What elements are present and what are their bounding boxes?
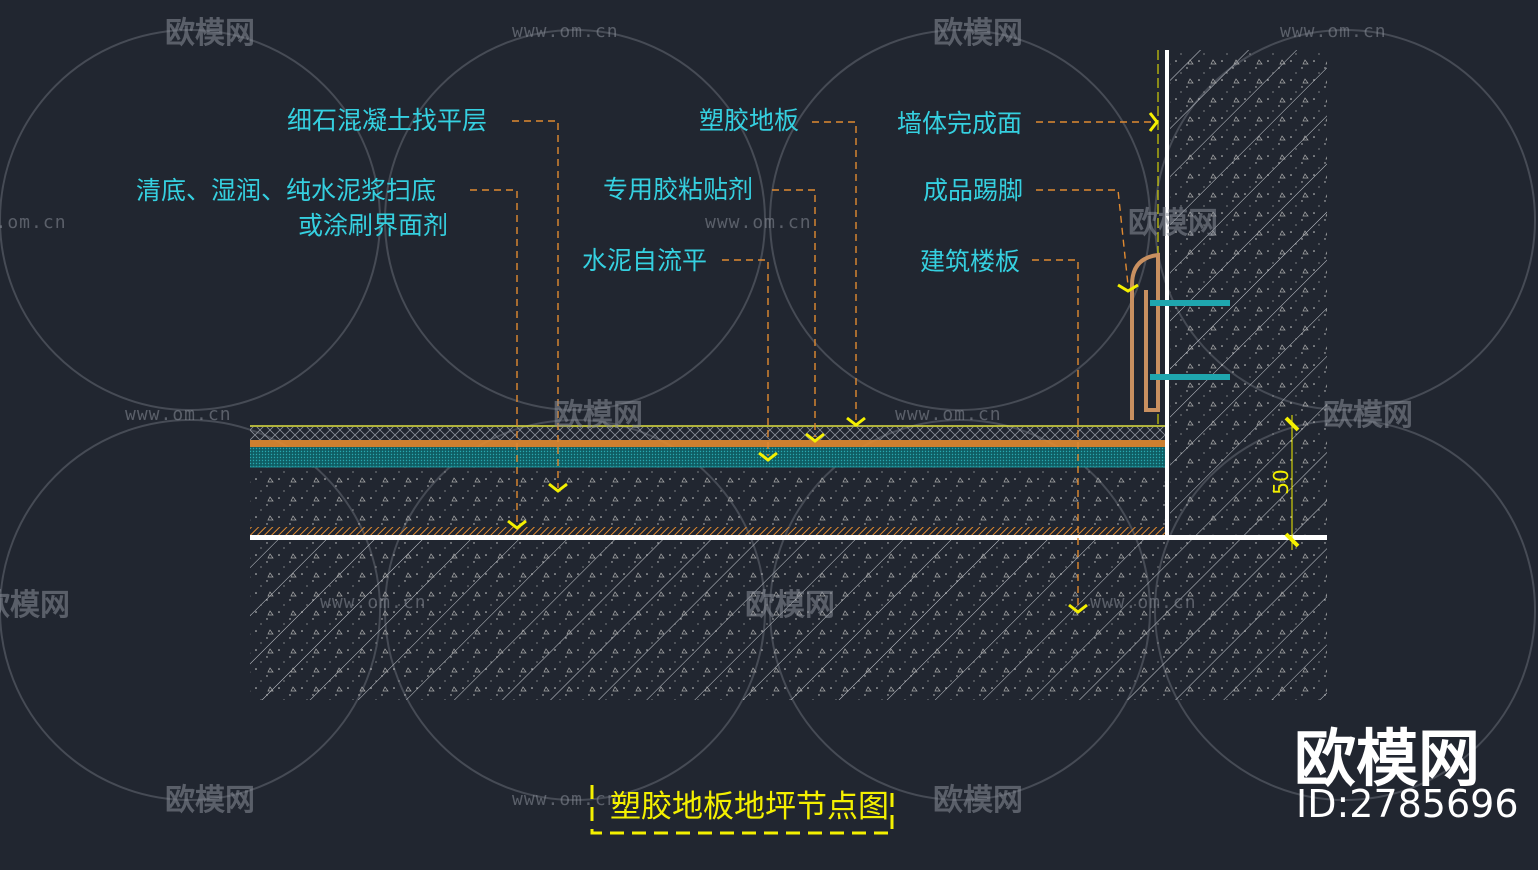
svg-text:欧模网: 欧模网: [553, 398, 643, 433]
svg-text:欧模网: 欧模网: [165, 16, 255, 51]
dimension-50: 50: [1269, 415, 1300, 550]
label-pvc-floor: 塑胶地板: [699, 106, 799, 135]
svg-text:www.om.cn: www.om.cn: [512, 21, 619, 42]
svg-text:塑胶地板地坪节点图: 塑胶地板地坪节点图: [610, 789, 889, 825]
label-self-leveling: 水泥自流平: [582, 246, 707, 275]
label-wall-finish: 墙体完成面: [897, 109, 1022, 138]
skirting-board: [1130, 252, 1160, 420]
label-skirting: 成品踢脚: [923, 176, 1023, 205]
anchor-screws: [1150, 300, 1230, 380]
label-base-prep-2: 或涂刷界面剂: [298, 211, 448, 240]
label-fine-concrete: 细石混凝土找平层: [287, 106, 487, 135]
svg-text:欧模网: 欧模网: [1323, 398, 1413, 433]
svg-text:www.om.cn: www.om.cn: [512, 789, 619, 810]
adhesive-layer: [250, 440, 1165, 447]
label-adhesive: 专用胶粘贴剂: [603, 175, 753, 204]
svg-text:欧模网: 欧模网: [165, 783, 255, 818]
svg-text:欧模网: 欧模网: [933, 783, 1023, 818]
interface-layer: [250, 527, 1165, 535]
svg-text:欧模网: 欧模网: [0, 588, 70, 623]
label-base-prep: 清底、湿润、纯水泥浆扫底: [136, 176, 436, 205]
svg-text:www.om.cn: www.om.cn: [1280, 21, 1387, 42]
svg-text:50: 50: [1269, 469, 1293, 494]
svg-text:www.om.cn: www.om.cn: [705, 212, 812, 233]
pvc-floor-hatch: [250, 427, 1165, 440]
fine-concrete-layer: [250, 467, 1165, 527]
self-leveling-layer: [250, 447, 1165, 467]
watermark-id: ID:2785696: [1296, 782, 1519, 826]
leaders: [470, 112, 1159, 614]
svg-text:www.om.cn: www.om.cn: [1090, 592, 1197, 613]
svg-text:欧模网: 欧模网: [933, 16, 1023, 51]
svg-text:欧模网: 欧模网: [745, 588, 835, 623]
svg-text:欧模网: 欧模网: [1128, 206, 1218, 241]
svg-text:www.om.cn: www.om.cn: [0, 212, 67, 233]
label-slab: 建筑楼板: [920, 247, 1020, 276]
svg-text:www.om.cn: www.om.cn: [320, 592, 427, 613]
svg-text:www.om.cn: www.om.cn: [125, 404, 232, 425]
svg-text:www.om.cn: www.om.cn: [895, 404, 1002, 425]
drawing-title: 塑胶地板地坪节点图: [590, 785, 894, 835]
watermark-brand-large: 欧模网: [1294, 722, 1481, 795]
